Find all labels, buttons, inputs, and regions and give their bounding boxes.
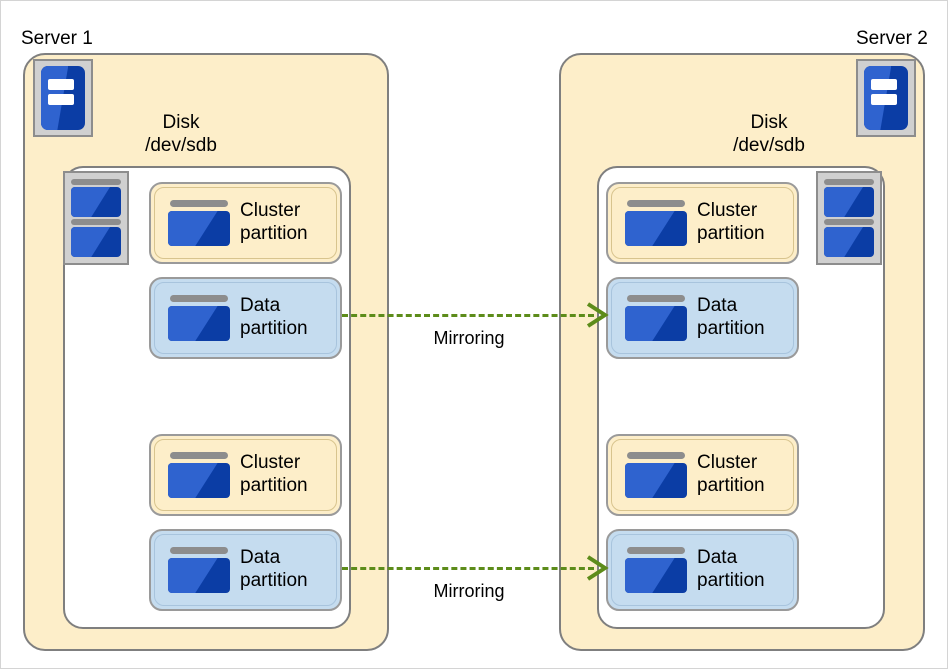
partition-icon-disc — [168, 558, 230, 593]
partition-label: Data partition — [697, 295, 765, 341]
disk-icon-platter-1-disc — [71, 187, 121, 217]
partition-label-line1: Data — [697, 295, 738, 317]
server-1-disk-label-line1: Disk — [162, 112, 200, 133]
partition-label-line1: Data — [240, 295, 281, 317]
disk-icon-platter-1-cap — [71, 179, 121, 185]
partition-icon-disc — [168, 306, 230, 341]
partition-label: Data partition — [697, 547, 765, 593]
disk-icon-platter-2-disc — [824, 227, 874, 257]
partition-label-line2: partition — [697, 475, 765, 496]
disk-icon-platter-2 — [824, 219, 874, 257]
partition-label: Data partition — [240, 295, 308, 341]
server-2-disk-label-line1: Disk — [750, 112, 788, 133]
partition-label-line2: partition — [240, 318, 308, 339]
server-2-cluster-partition-2[interactable]: Cluster partition — [606, 434, 799, 516]
server-2-cluster-partition-1[interactable]: Cluster partition — [606, 182, 799, 264]
partition-icon-disc — [625, 211, 687, 246]
partition-icon — [625, 547, 687, 593]
server-icon-bar-1 — [48, 78, 74, 90]
server-icon — [856, 59, 916, 137]
partition-label: Cluster partition — [697, 452, 765, 498]
server-1-disk-label: Disk /dev/sdb — [121, 111, 241, 157]
server-1-disk-label-line2: /dev/sdb — [145, 135, 217, 157]
server-2-disk-label: Disk /dev/sdb — [709, 111, 829, 157]
server-icon-bar-2 — [871, 94, 897, 106]
partition-icon-disc — [625, 463, 687, 498]
partition-icon-cap — [627, 295, 685, 302]
partition-icon — [168, 200, 230, 246]
partition-label-line2: partition — [240, 570, 308, 591]
partition-icon-cap — [627, 547, 685, 554]
disk-icon-platter-1 — [71, 179, 121, 217]
server-2-data-partition-1[interactable]: Data partition — [606, 277, 799, 359]
server-1-data-partition-2[interactable]: Data partition — [149, 529, 342, 611]
partition-label-line1: Cluster — [240, 452, 301, 474]
disk-icon-platter-1-disc — [824, 187, 874, 217]
disk-icon-platter-2-disc — [71, 227, 121, 257]
mirror-bottom-line — [342, 567, 594, 570]
partition-icon-cap — [170, 547, 228, 554]
partition-label-line1: Cluster — [240, 200, 301, 222]
partition-label: Cluster partition — [240, 200, 308, 246]
partition-icon — [168, 547, 230, 593]
disk-icon-platter-1 — [824, 179, 874, 217]
partition-label: Cluster partition — [697, 200, 765, 246]
partition-icon-cap — [627, 200, 685, 207]
partition-label-line2: partition — [240, 475, 308, 496]
disk-icon-platter-1-cap — [824, 179, 874, 185]
partition-icon-cap — [627, 452, 685, 459]
server-icon-bar-1 — [871, 78, 897, 90]
partition-label-line2: partition — [697, 570, 765, 591]
partition-label: Cluster partition — [240, 452, 308, 498]
partition-icon-cap — [170, 200, 228, 207]
server-icon-body — [41, 66, 85, 130]
partition-icon-disc — [625, 558, 687, 593]
server-icon — [33, 59, 93, 137]
mirror-top-label: Mirroring — [433, 328, 505, 348]
partition-icon-disc — [625, 306, 687, 341]
partition-icon-disc — [168, 211, 230, 246]
partition-icon — [168, 452, 230, 498]
partition-icon — [168, 295, 230, 341]
mirror-top-line — [342, 314, 594, 317]
partition-label-line1: Data — [240, 547, 281, 569]
disk-icon-platter-2-cap — [824, 219, 874, 225]
partition-icon — [625, 452, 687, 498]
server-1-cluster-partition-1[interactable]: Cluster partition — [149, 182, 342, 264]
partition-label: Data partition — [240, 547, 308, 593]
partition-icon — [625, 200, 687, 246]
server-1-data-partition-1[interactable]: Data partition — [149, 277, 342, 359]
partition-label-line1: Cluster — [697, 452, 758, 474]
partition-label-line2: partition — [240, 223, 308, 244]
server-icon-body — [864, 66, 908, 130]
disk-icon-platter-2 — [71, 219, 121, 257]
server-2-label: Server 2 — [856, 28, 928, 49]
mirror-bottom-label: Mirroring — [433, 581, 505, 601]
server-2-data-partition-2[interactable]: Data partition — [606, 529, 799, 611]
server-1-cluster-partition-2[interactable]: Cluster partition — [149, 434, 342, 516]
disk-icon-platter-2-cap — [71, 219, 121, 225]
server-1-label: Server 1 — [21, 28, 93, 49]
partition-label-line2: partition — [697, 318, 765, 339]
partition-label-line2: partition — [697, 223, 765, 244]
disk-icon — [816, 171, 882, 265]
partition-icon — [625, 295, 687, 341]
partition-label-line1: Cluster — [697, 200, 758, 222]
disk-icon — [63, 171, 129, 265]
partition-label-line1: Data — [697, 547, 738, 569]
server-2-disk-label-line2: /dev/sdb — [733, 135, 805, 157]
partition-icon-cap — [170, 452, 228, 459]
partition-icon-disc — [168, 463, 230, 498]
server-icon-bar-2 — [48, 94, 74, 106]
partition-icon-cap — [170, 295, 228, 302]
